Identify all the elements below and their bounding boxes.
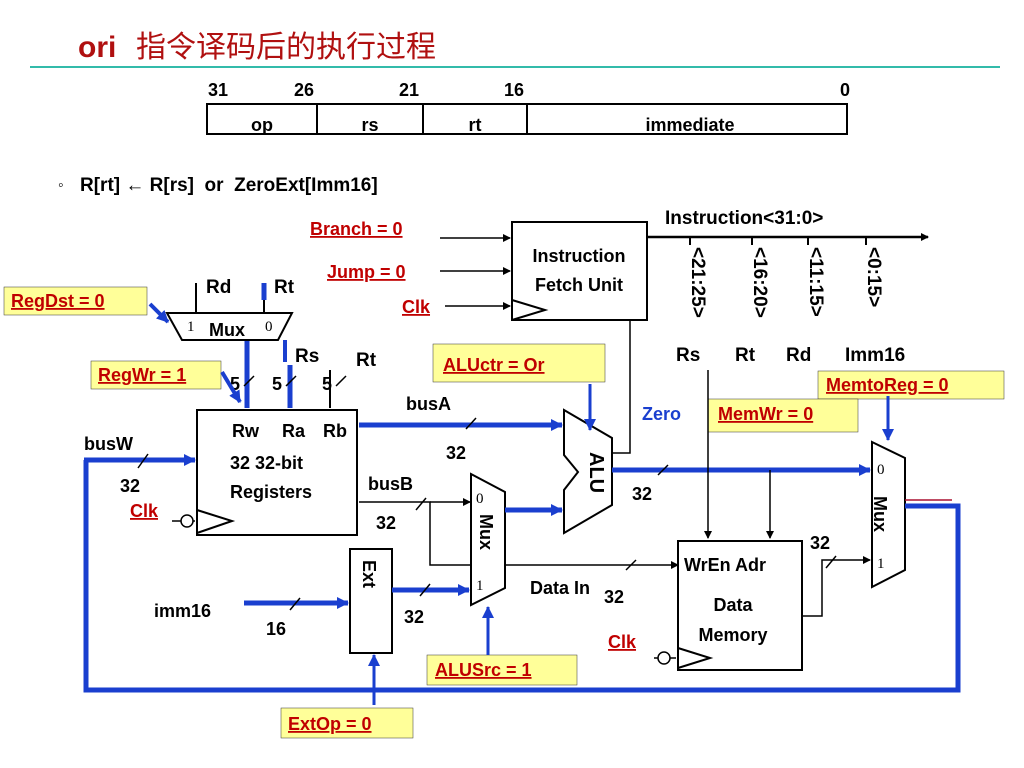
regdst-mux-in1: 1 xyxy=(187,319,195,335)
regfile-line-2: Registers xyxy=(230,482,312,502)
busw-width: 32 xyxy=(120,476,140,496)
bit-label-26: 26 xyxy=(294,80,314,100)
extender: Ext xyxy=(349,548,393,654)
ifu-clk-label: Clk xyxy=(402,297,431,317)
memory-clock-mark xyxy=(677,647,714,669)
regfile-line-1: 32 32-bit xyxy=(230,453,303,473)
slice-21-25: <21:25> xyxy=(687,247,708,318)
memtoreg-control-box xyxy=(817,370,1005,400)
extop-control: ExtOp = 0 xyxy=(288,714,372,734)
ext-label: Ext xyxy=(359,560,379,588)
busb-wire xyxy=(359,501,679,569)
title-cjk: 指令译码后的执行过程 xyxy=(136,30,436,65)
ifu-clock-mark xyxy=(511,299,549,321)
busa-label: busA xyxy=(406,394,451,414)
bit-label-16: 16 xyxy=(504,80,524,100)
mem-out-width: 32 xyxy=(810,533,830,553)
busb-label: busB xyxy=(368,474,413,494)
title-latin: ori xyxy=(78,31,116,64)
branch-control: Branch = 0 xyxy=(310,219,403,239)
regdst-rt-label: Rt xyxy=(274,277,295,298)
alusrc-mux: 0 Mux 1 xyxy=(470,472,506,607)
rtl-bullet: ◦ xyxy=(58,177,64,194)
data-in-width: 32 xyxy=(604,587,624,607)
memwr-control-box xyxy=(707,398,859,433)
memtoreg-mux-in0: 0 xyxy=(877,462,885,478)
memory-clk-label: Clk xyxy=(608,632,637,652)
register-file: Rw Ra Rb 32 32-bit Registers xyxy=(196,409,358,536)
regdst-mux-in0: 0 xyxy=(265,319,273,335)
memory-label-2: Memory xyxy=(698,625,767,645)
slice-11-15: <11:15> xyxy=(805,247,826,317)
slice-0-15: <0:15> xyxy=(863,247,884,307)
regwr-control-box xyxy=(90,360,222,390)
memtoreg-mux-in1: 1 xyxy=(877,556,885,572)
regdst-control-box xyxy=(3,286,148,316)
instruction-bus-label: Instruction<31:0> xyxy=(665,208,823,229)
aluctr-control: ALUctr = Or xyxy=(443,355,545,375)
ifu-label-1: Instruction xyxy=(533,246,626,266)
ifu-label-2: Fetch Unit xyxy=(535,275,623,295)
extop-control-box xyxy=(280,707,414,739)
regdst-rd-label: Rd xyxy=(206,277,231,298)
instruction-fetch-unit: Instruction Fetch Unit xyxy=(511,221,648,321)
width-rb: 5 xyxy=(322,374,332,394)
regfile-clk-label: Clk xyxy=(130,501,159,521)
bit-label-31: 31 xyxy=(208,80,228,100)
memtoreg-mux: 0 Mux 1 xyxy=(870,440,906,589)
alu-out-width: 32 xyxy=(632,484,652,504)
field-rt: rt xyxy=(469,115,482,135)
busw-label: busW xyxy=(84,434,133,454)
regwr-control: RegWr = 1 xyxy=(98,365,186,385)
field-op: op xyxy=(251,115,273,135)
data-memory: WrEn Adr Data Memory xyxy=(677,540,803,671)
slice-name-rt: Rt xyxy=(735,345,756,366)
regfile-port-rw: Rw xyxy=(232,421,260,441)
regfile-rs-label: Rs xyxy=(295,346,319,367)
zero-label: Zero xyxy=(642,404,681,424)
memory-ports: WrEn Adr xyxy=(684,555,766,575)
alu-label: ALU xyxy=(585,452,607,493)
alusrc-mux-label: Mux xyxy=(476,514,496,550)
imm-width: 16 xyxy=(266,619,286,639)
bit-label-21: 21 xyxy=(399,80,419,100)
ext-out-width: 32 xyxy=(404,607,424,627)
regfile-port-rb: Rb xyxy=(323,421,347,441)
slice-16-20: <16:20> xyxy=(749,247,770,318)
busa-width: 32 xyxy=(446,443,466,463)
busb-width: 32 xyxy=(376,513,396,533)
rtl-expression: R[rt] ← R[rs] or ZeroExt[Imm16] xyxy=(80,175,378,196)
page-title: ori 指令译码后的执行过程 xyxy=(78,30,436,65)
writeback-wire xyxy=(83,460,961,693)
regfile-port-ra: Ra xyxy=(282,421,306,441)
memtoreg-mux-label: Mux xyxy=(870,496,890,532)
memtoreg-control: MemtoReg = 0 xyxy=(826,375,949,395)
alusrc-mux-in1: 1 xyxy=(476,578,484,594)
slice-name-imm16: Imm16 xyxy=(845,345,905,366)
width-ra: 5 xyxy=(272,374,282,394)
memory-label-1: Data xyxy=(713,595,753,615)
field-immediate: immediate xyxy=(645,115,734,135)
regfile-rt-label: Rt xyxy=(356,350,377,371)
field-rs: rs xyxy=(361,115,378,135)
bit-label-0: 0 xyxy=(840,80,850,100)
width-rw: 5 xyxy=(230,374,240,394)
slice-name-rd: Rd xyxy=(786,345,811,366)
jump-control: Jump = 0 xyxy=(327,262,406,282)
instruction-format: 31 26 21 16 0 op rs rt immediate xyxy=(206,80,850,135)
data-in-label: Data In xyxy=(530,578,590,598)
alusrc-control: ALUSrc = 1 xyxy=(435,660,532,680)
regdst-mux-label: Mux xyxy=(209,320,245,340)
memwr-control: MemWr = 0 xyxy=(718,404,813,424)
regfile-clock-mark xyxy=(196,509,236,534)
slice-name-rs: Rs xyxy=(676,345,700,366)
regdst-control: RegDst = 0 xyxy=(11,291,105,311)
aluctr-control-box xyxy=(432,343,606,383)
imm16-label: imm16 xyxy=(154,601,211,621)
alu: ALU xyxy=(563,408,613,535)
alusrc-control-box xyxy=(426,654,578,686)
alusrc-mux-in0: 0 xyxy=(476,491,484,507)
regdst-mux: 1 Mux 0 xyxy=(165,312,294,341)
